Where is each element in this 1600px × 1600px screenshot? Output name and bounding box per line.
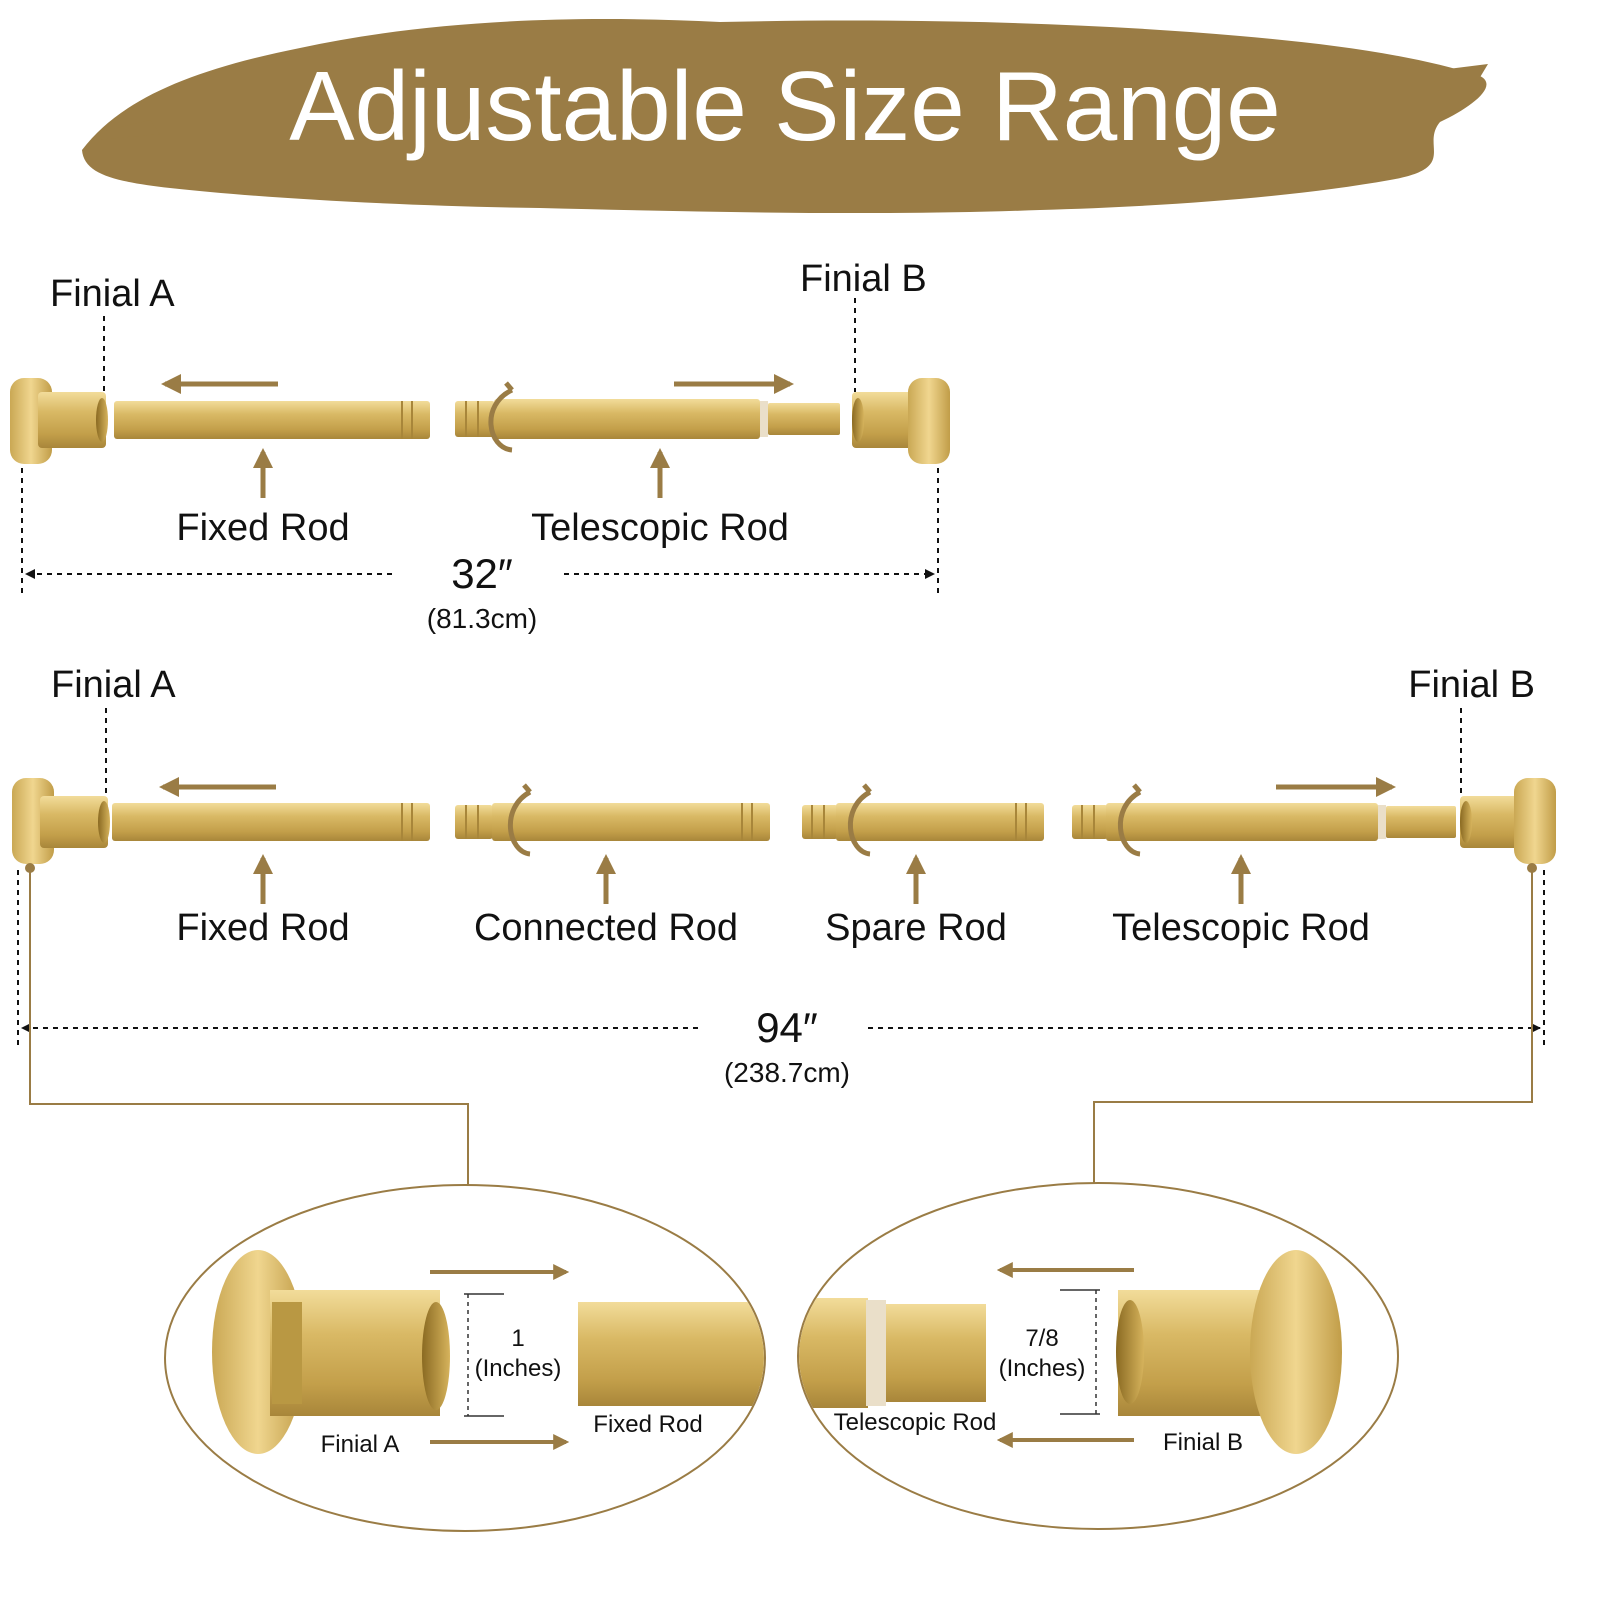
page-title: Adjustable Size Range xyxy=(289,51,1281,161)
brush-stroke xyxy=(82,19,1487,214)
short-length-cm: (81.3cm) xyxy=(427,603,537,634)
finial-a-size-value: 1 xyxy=(511,1325,524,1352)
long-length-cm: (238.7cm) xyxy=(724,1057,850,1088)
spare-rod-label: Spare Rod xyxy=(825,907,1007,949)
finial-a-detail-label: Finial A xyxy=(321,1431,400,1458)
detail-left: 1 (Inches) Finial A Fixed Rod xyxy=(164,1184,766,1532)
finial-b-detail-label: Finial B xyxy=(1163,1429,1243,1456)
title-banner: Adjustable Size Range xyxy=(82,19,1488,214)
finial-a-label: Finial A xyxy=(50,273,175,315)
rotate-icon xyxy=(1117,783,1142,857)
finial-a-label: Finial A xyxy=(51,664,176,706)
fixed-rod-part xyxy=(114,401,430,439)
telescopic-rod-detail-label: Telescopic Rod xyxy=(834,1409,997,1436)
finial-a-part xyxy=(10,378,108,464)
long-configuration: Finial A Finial B Fixed Rod Connected Ro… xyxy=(12,664,1556,1088)
finial-a-size-unit: (Inches) xyxy=(475,1355,562,1382)
spare-rod-part xyxy=(802,783,1044,857)
fixed-rod-label: Fixed Rod xyxy=(176,507,349,549)
rotate-icon xyxy=(847,783,872,857)
finial-b-size-value: 7/8 xyxy=(1025,1325,1058,1352)
telescopic-rod-part xyxy=(455,381,840,453)
finial-b-size-unit: (Inches) xyxy=(999,1355,1086,1382)
fixed-rod-part xyxy=(112,803,430,841)
finial-b-label: Finial B xyxy=(1408,664,1535,706)
rotate-icon xyxy=(507,783,532,857)
detail-right: 7/8 (Inches) Telescopic Rod Finial B xyxy=(797,1182,1399,1530)
telescopic-rod-part xyxy=(1072,783,1456,857)
telescopic-rod-label: Telescopic Rod xyxy=(1112,907,1370,949)
connected-rod-label: Connected Rod xyxy=(474,907,738,949)
fixed-rod-label: Fixed Rod xyxy=(176,907,349,949)
connected-rod-part xyxy=(455,783,770,857)
finial-b-part xyxy=(1460,778,1556,873)
telescopic-rod-label: Telescopic Rod xyxy=(531,507,789,549)
detail-connectors xyxy=(29,870,1533,1186)
fixed-rod-detail-label: Fixed Rod xyxy=(593,1411,702,1438)
rotate-icon xyxy=(488,381,514,453)
short-length-inches: 32″ xyxy=(451,550,513,597)
finial-a-part xyxy=(12,778,110,873)
finial-b-label: Finial B xyxy=(800,258,927,300)
short-configuration: Finial A Finial B Fixed Rod Telescopic R… xyxy=(10,258,950,634)
finial-b-part xyxy=(852,378,950,464)
long-length-inches: 94″ xyxy=(756,1004,818,1051)
